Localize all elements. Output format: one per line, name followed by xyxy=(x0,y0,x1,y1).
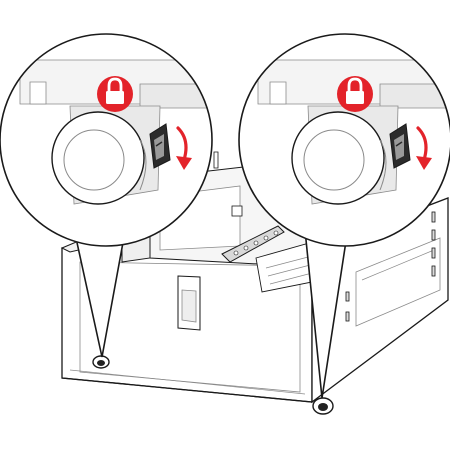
callout-pointer-right xyxy=(304,227,349,399)
callout-left-caster-lock xyxy=(0,33,213,247)
side-panel-line xyxy=(361,249,435,281)
vent-slot xyxy=(431,265,436,277)
drawer-handle-recess xyxy=(181,289,197,323)
vent-slot xyxy=(431,211,436,223)
magnifier-left-ring xyxy=(0,33,213,247)
caster-front-right xyxy=(312,397,334,415)
magnifier-right-ring xyxy=(238,33,450,247)
tray-label-square xyxy=(231,205,243,217)
cabinet-base-line xyxy=(69,369,306,395)
tray-tab xyxy=(213,151,219,169)
guide-hole xyxy=(243,245,249,251)
guide-holes xyxy=(233,230,279,256)
lock-icon xyxy=(337,76,373,112)
caster-wheel-hub xyxy=(63,129,125,191)
caster-wheel-rim xyxy=(139,139,147,191)
caster-lock-lever-right xyxy=(389,123,411,169)
side-panel-inset xyxy=(355,237,441,327)
vent-slot xyxy=(431,229,436,241)
lock-icon xyxy=(97,76,133,112)
callout-right-caster-lock xyxy=(238,33,450,247)
housing-ledge xyxy=(379,83,450,109)
guide-hole xyxy=(253,240,259,246)
vent-slot xyxy=(431,247,436,259)
caster-lock-lever-left xyxy=(149,123,171,169)
caster-front-left xyxy=(92,355,110,369)
cabinet-bottom-edge xyxy=(61,377,313,403)
mechanism-lines xyxy=(265,255,317,285)
caster-wheel-rim xyxy=(379,139,387,191)
vent-slot xyxy=(345,311,350,322)
housing-notch xyxy=(29,81,47,105)
guide-hole xyxy=(273,230,279,236)
guide-hole xyxy=(263,235,269,241)
housing-ledge xyxy=(139,83,211,109)
side-vents xyxy=(345,211,436,322)
arrow-down-icon xyxy=(416,126,432,170)
guide-hole xyxy=(233,250,239,256)
housing-notch xyxy=(269,81,287,105)
vent-slot xyxy=(345,291,350,302)
caster-wheel-hub xyxy=(303,129,365,191)
callout-pointer-left xyxy=(75,225,127,358)
arrow-down-icon xyxy=(176,126,192,170)
